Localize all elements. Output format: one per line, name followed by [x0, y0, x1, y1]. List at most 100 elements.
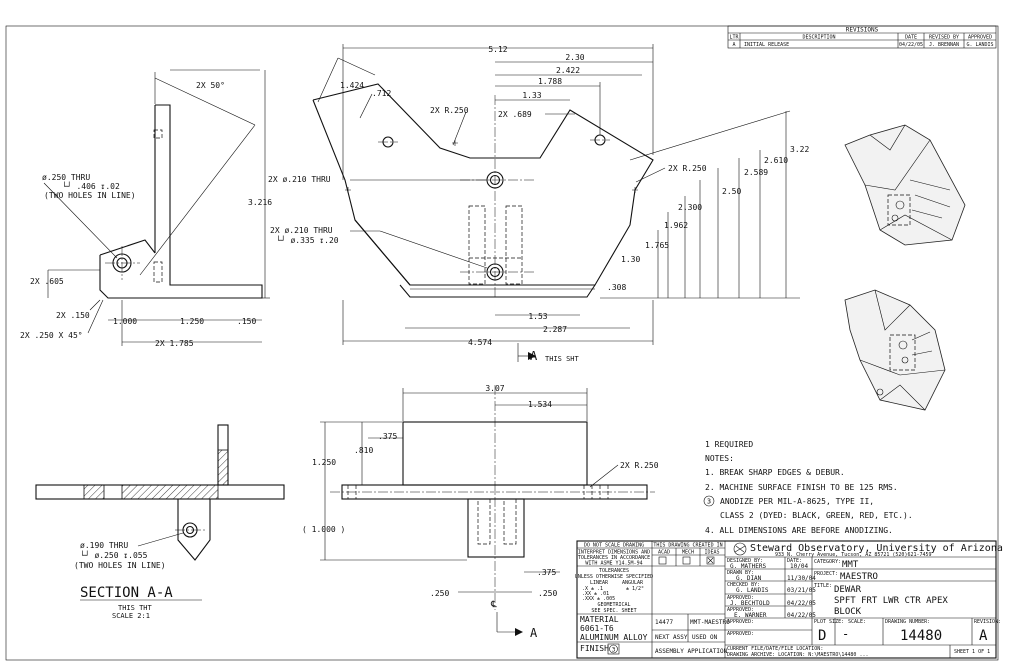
dim-r250-right: 2X R.250 — [668, 164, 707, 173]
tb-category-label: CATEGORY: — [814, 559, 841, 565]
tb-revision-label: REVISION: — [974, 619, 1001, 625]
tb-project-label: PROJECT: — [814, 571, 838, 577]
note-1: 1. BREAK SHARP EDGES & DEBUR. — [705, 468, 845, 477]
dim-150a: 2X .150 — [56, 311, 90, 320]
dim-2-422: 2.422 — [556, 66, 580, 75]
dim-1-788: 1.788 — [538, 77, 562, 86]
dim-h-308: .308 — [607, 283, 626, 292]
dim-1-33: 1.33 — [522, 91, 541, 100]
tb-approved-small-1: APPROVED: — [727, 619, 754, 625]
tb-checked-label: CHECKED BY: — [727, 582, 760, 588]
rev-header-ltr: LTR — [729, 35, 739, 41]
callout-two-holes-side: (TWO HOLES IN LINE) — [44, 191, 136, 200]
tb-scale-label: SCALE: — [848, 619, 866, 625]
tb-material-2: ALUMINUM ALLOY — [580, 633, 648, 642]
tb-angular-value: ± 1/2° — [626, 586, 644, 592]
note-3-cont: CLASS 2 (DYED: BLACK, GREEN, RED, ETC.). — [720, 511, 913, 520]
isometric-view-top — [844, 124, 966, 246]
tb-approved-2: E. WARNER — [734, 612, 767, 619]
dim-top-1-250: 1.250 — [312, 458, 336, 467]
tb-date-label: DATE: — [787, 558, 802, 564]
note-2: 2. MACHINE SURFACE FINISH TO BE 125 RMS. — [705, 483, 898, 492]
tb-revision: A — [979, 628, 988, 644]
tb-application: ASSEMBLY APPLICATION — [655, 648, 728, 655]
section-title: SECTION A-A — [80, 585, 173, 601]
dim-h-3-22: 3.22 — [790, 145, 809, 154]
rev-approved: G. LANDIS — [966, 42, 993, 48]
tb-plot-size: D — [818, 628, 826, 644]
dim-top-250a: .250 — [430, 589, 449, 598]
tb-scale: - — [842, 627, 849, 641]
section-hole-190: ø.190 THRU — [80, 541, 128, 550]
tb-title-1: DEWAR — [834, 585, 862, 595]
notes-block: 1 REQUIRED NOTES: 1. BREAK SHARP EDGES &… — [703, 440, 913, 535]
dim-605: 2X .605 — [30, 277, 64, 286]
dim-2-30: 2.30 — [565, 53, 584, 62]
section-two-holes: (TWO HOLES IN LINE) — [74, 561, 166, 570]
tb-material-1: 6061-T6 — [580, 624, 614, 633]
dim-689: 2X .689 — [498, 110, 532, 119]
rev-header-revised: REVISED BY — [929, 35, 959, 41]
dim-overall-width: 5.12 — [488, 45, 507, 54]
top-view: 3.07 1.534 .375 .810 1.250 ( 1.000 ) 2X … — [302, 384, 659, 640]
dim-1-424: 1.424 — [340, 81, 364, 90]
section-cbore-250: └┘ ø.250 ↧.055 — [80, 550, 148, 560]
section-letter-bottom: A — [530, 626, 538, 640]
tb-category: MMT — [842, 560, 859, 570]
dim-h-1-765: 1.765 — [645, 241, 669, 250]
tb-geometrical: GEOMETRICAL — [597, 602, 630, 608]
dim-1-000: 1.000 — [113, 317, 137, 326]
tb-address: 933 N. Cherry Avenue, Tucson, AZ 85721 (… — [775, 552, 932, 558]
dim-angle: 2X 50° — [196, 81, 225, 90]
tb-tol-xx: .XX ± .01 — [582, 591, 609, 597]
rev-header-desc: DESCRIPTION — [802, 35, 835, 41]
tb-see-spec: SEE SPEC. SHEET — [591, 608, 636, 614]
dim-w-2-287: 2.287 — [543, 325, 567, 334]
tb-ideas: IDEAS — [704, 550, 719, 556]
centerline-symbol: ℄ — [490, 600, 497, 610]
tb-tol-x: .X ± .1 — [582, 586, 603, 592]
note-3: ANODIZE PER MIL-A-8625, TYPE II, — [720, 497, 874, 506]
rev-header-approved: APPROVED — [968, 35, 992, 41]
note-4: 4. ALL DIMENSIONS ARE BEFORE ANODIZING. — [705, 526, 893, 535]
front-view: 5.12 2.30 2.422 1.788 1.33 2X .689 1.424… — [268, 44, 809, 363]
dim-h-2-300: 2.300 — [678, 203, 702, 212]
tb-acad: ACAD — [658, 550, 670, 556]
dim-r250-top: 2X R.250 — [430, 106, 469, 115]
section-sheet: THIS THT — [118, 604, 153, 612]
tb-do-not-scale: DO NOT SCALE DRAWING — [584, 543, 644, 549]
tb-title-2: SPFT FRT LWR CTR APEX — [834, 596, 948, 606]
tb-finish-label: FINISH — [580, 644, 609, 653]
section-scale: SCALE 2:1 — [112, 612, 150, 620]
tb-interpret-3: WITH ASME Y14.5M-94 — [585, 561, 642, 567]
dim-top-375a: .375 — [378, 432, 397, 441]
tb-linear: LINEAR — [590, 580, 609, 586]
callout-hole-210-b: 2X ø.210 THRU — [270, 226, 333, 235]
tb-material-label: MATERIAL — [580, 615, 619, 624]
tb-title-3: BLOCK — [834, 607, 862, 617]
tb-drawn-date: 11/30/04 — [787, 575, 816, 582]
callout-cbore-335: └┘ ø.335 ↧.20 — [276, 235, 339, 245]
tb-sheet: SHEET 1 OF 1 — [954, 649, 990, 655]
section-letter-front: A — [530, 349, 538, 363]
rev-date: 04/22/05 — [899, 42, 923, 48]
tb-title-label: TITLE: — [814, 583, 832, 589]
dim-chamfer: 2X .250 X 45° — [20, 331, 83, 340]
tb-disclaimer: DRAWING ARCHIVE: LOCATION: N:\MAESTRO\14… — [727, 652, 868, 658]
tb-drawing-number: 14480 — [900, 628, 942, 644]
tb-approved-1: J. BECHTOLD — [730, 600, 770, 607]
tb-designed-by: G. MATHERS — [730, 563, 767, 570]
tb-organization: Steward Observatory, University of Arizo… — [750, 543, 1003, 554]
dim-top-810: .810 — [354, 446, 373, 455]
dim-side-height: 3.216 — [248, 198, 272, 207]
dim-712: .712 — [372, 89, 391, 98]
tb-tol-xxx: .XXX ± .005 — [582, 596, 615, 602]
tb-plot-size-label: PLOT SIZE: — [814, 619, 844, 625]
section-a-a-view: ø.190 THRU └┘ ø.250 ↧.055 (TWO HOLES IN … — [35, 424, 285, 620]
tb-drawing-no-label: DRAWING NUMBER: — [885, 619, 930, 625]
tb-created-in: THIS DRAWING CREATED IN — [653, 543, 722, 549]
tb-next-assy: NEXT ASSY — [655, 634, 688, 641]
tb-angular: ANGULAR — [622, 580, 644, 586]
dim-top-width: 3.07 — [485, 384, 504, 393]
